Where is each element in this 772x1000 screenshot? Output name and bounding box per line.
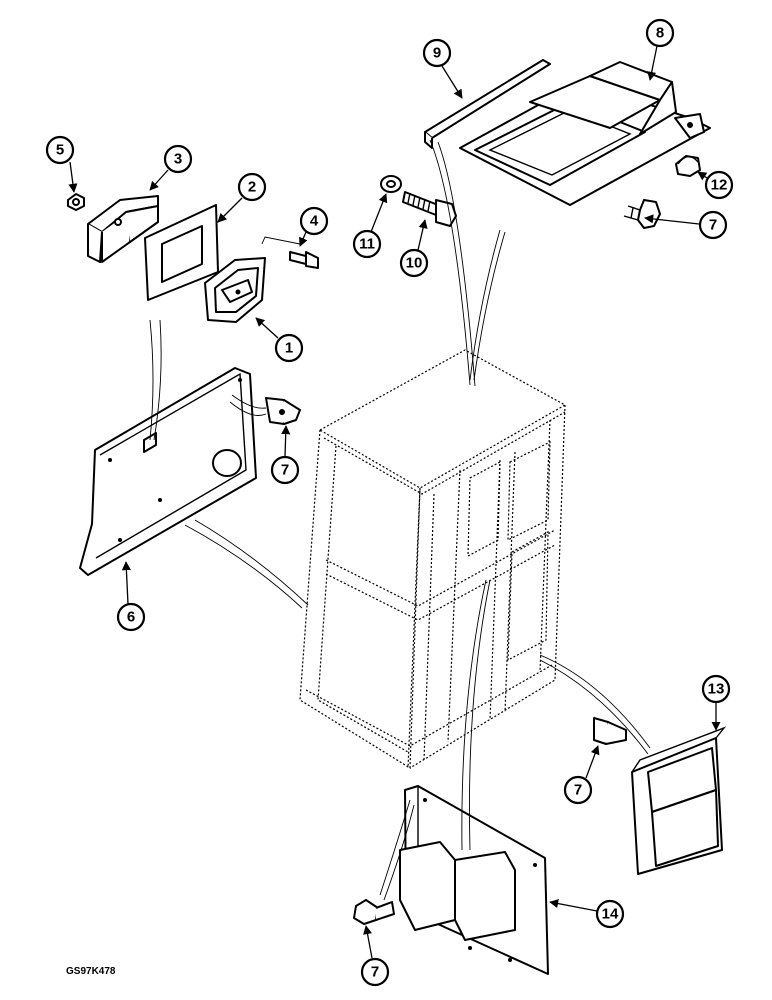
- callout-14-label: 14: [602, 906, 619, 923]
- callout-13: 13: [701, 674, 731, 704]
- callout-7-bottom: 7: [360, 957, 390, 987]
- callout-11: 11: [352, 229, 382, 259]
- callout-1: 1: [274, 333, 304, 363]
- callout-12: 12: [704, 170, 734, 200]
- storage-panel: [399, 785, 549, 975]
- screw-rear-panel: [593, 717, 627, 745]
- small-screw: [261, 236, 319, 269]
- callout-4-label: 4: [310, 213, 319, 230]
- nut: [67, 193, 85, 211]
- cap-nut: [675, 155, 701, 177]
- callout-7-bottom-label: 7: [371, 964, 379, 981]
- callout-14: 14: [595, 899, 625, 929]
- switch-housing: [204, 257, 266, 323]
- callout-6-label: 6: [127, 609, 135, 626]
- gasket-frame: [144, 204, 219, 301]
- callout-10-label: 10: [406, 255, 423, 272]
- callout-7-roof-label: 7: [709, 217, 717, 234]
- washer: [380, 175, 402, 193]
- weather-strip: [424, 59, 551, 149]
- callout-4: 4: [299, 206, 329, 236]
- callout-9-label: 9: [433, 45, 441, 62]
- callout-3-label: 3: [174, 151, 182, 168]
- side-panel: [79, 367, 257, 576]
- callout-12-label: 12: [711, 177, 728, 194]
- callout-5-label: 5: [56, 142, 64, 159]
- drawing-code: GS97K478: [66, 966, 116, 977]
- callout-2: 2: [237, 172, 267, 202]
- callout-7-rear: 7: [563, 775, 593, 805]
- callout-7-side: 7: [270, 455, 300, 485]
- callout-7-roof: 7: [698, 210, 728, 240]
- screw-side-panel: [265, 397, 301, 425]
- callout-7-side-label: 7: [281, 462, 289, 479]
- callout-2-label: 2: [248, 179, 256, 196]
- leader-lines: [68, 45, 721, 959]
- callout-10: 10: [399, 248, 429, 278]
- callout-3: 3: [163, 144, 193, 174]
- bolt: [402, 191, 457, 227]
- callout-13-label: 13: [708, 681, 725, 698]
- callout-8-label: 8: [656, 25, 664, 42]
- callout-1-label: 1: [285, 340, 293, 357]
- screw-roof: [623, 199, 661, 229]
- callout-7-rear-label: 7: [574, 782, 582, 799]
- callout-6: 6: [116, 602, 146, 632]
- callout-5: 5: [45, 135, 75, 165]
- callout-11-label: 11: [359, 236, 375, 253]
- callout-9: 9: [422, 38, 452, 68]
- cab-frame: [299, 349, 567, 770]
- rear-trim-panel: [631, 726, 727, 875]
- bracket: [87, 195, 159, 263]
- callout-8: 8: [645, 18, 675, 48]
- assembly-guide-lines: [149, 139, 651, 901]
- roof-panel: [459, 61, 711, 206]
- screw-bottom-panel: [353, 899, 395, 925]
